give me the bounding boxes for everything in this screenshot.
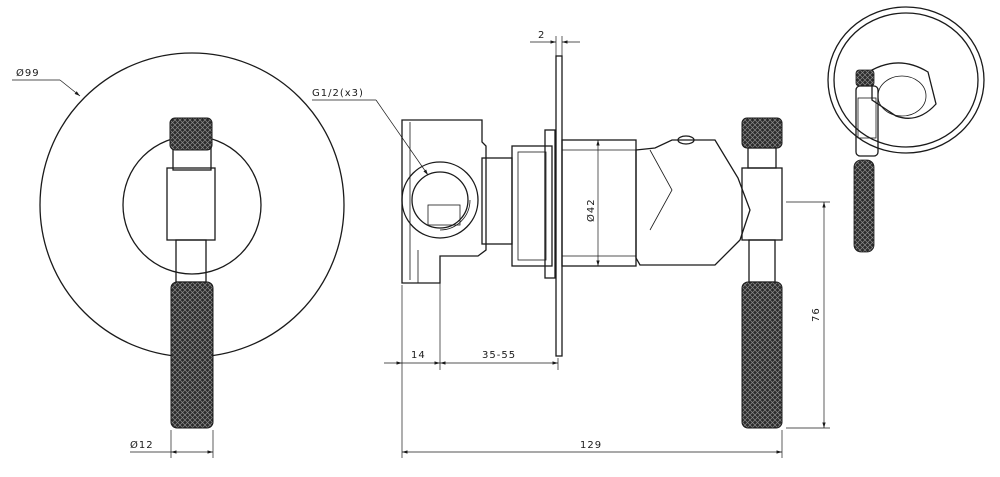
- iso-knurl-lever: [853, 159, 875, 253]
- total-depth-label: 129: [580, 440, 602, 451]
- dim-handle-diameter: Ø12: [130, 430, 214, 458]
- side-view: [401, 55, 783, 429]
- valve-body: [401, 119, 487, 284]
- handle-diameter-label: Ø12: [130, 439, 154, 451]
- front-handle-collar: [172, 147, 212, 171]
- offset-depth-label: 14: [411, 350, 426, 361]
- front-handle-neck: [175, 239, 207, 283]
- dim-total-depth: 129: [402, 430, 783, 458]
- front-knurl-top: [169, 117, 213, 151]
- iso-handle-hub: [855, 85, 879, 157]
- dim-plate-thickness: 2: [530, 30, 580, 56]
- side-knurl-lever: [741, 281, 783, 429]
- plate-edge: [555, 55, 563, 357]
- dim-depths: 14 35-55: [384, 258, 559, 458]
- iso-trim-body: [871, 62, 937, 119]
- front-view: [39, 52, 345, 429]
- dim-thread: G1/2(x3): [312, 88, 429, 176]
- front-handle-hub: [166, 167, 216, 241]
- dim-plate-diameter: Ø99: [12, 67, 81, 97]
- iso-plate: [827, 6, 985, 154]
- plate-diameter-label: Ø99: [16, 67, 40, 79]
- iso-knurl-top: [855, 69, 875, 87]
- handle-height-label: 76: [811, 307, 822, 322]
- inlet-port-inner: [411, 171, 469, 229]
- iso-view: [827, 6, 985, 253]
- body-diameter-label: Ø42: [585, 198, 597, 222]
- inlet-port-outer: [401, 161, 479, 239]
- plate-thickness-label: 2: [538, 30, 545, 41]
- side-knurl-top: [741, 117, 783, 149]
- center-boss: [122, 135, 262, 275]
- dim-body-diameter: Ø42: [585, 140, 600, 266]
- front-knurl-lever: [170, 281, 214, 429]
- wall-depth-label: 35-55: [482, 350, 516, 361]
- dim-handle-height: 76: [786, 201, 830, 429]
- cartridge: [511, 145, 553, 267]
- lever-collar: [635, 139, 751, 266]
- thread-label: G1/2(x3): [312, 88, 364, 99]
- trim-body: [561, 139, 637, 267]
